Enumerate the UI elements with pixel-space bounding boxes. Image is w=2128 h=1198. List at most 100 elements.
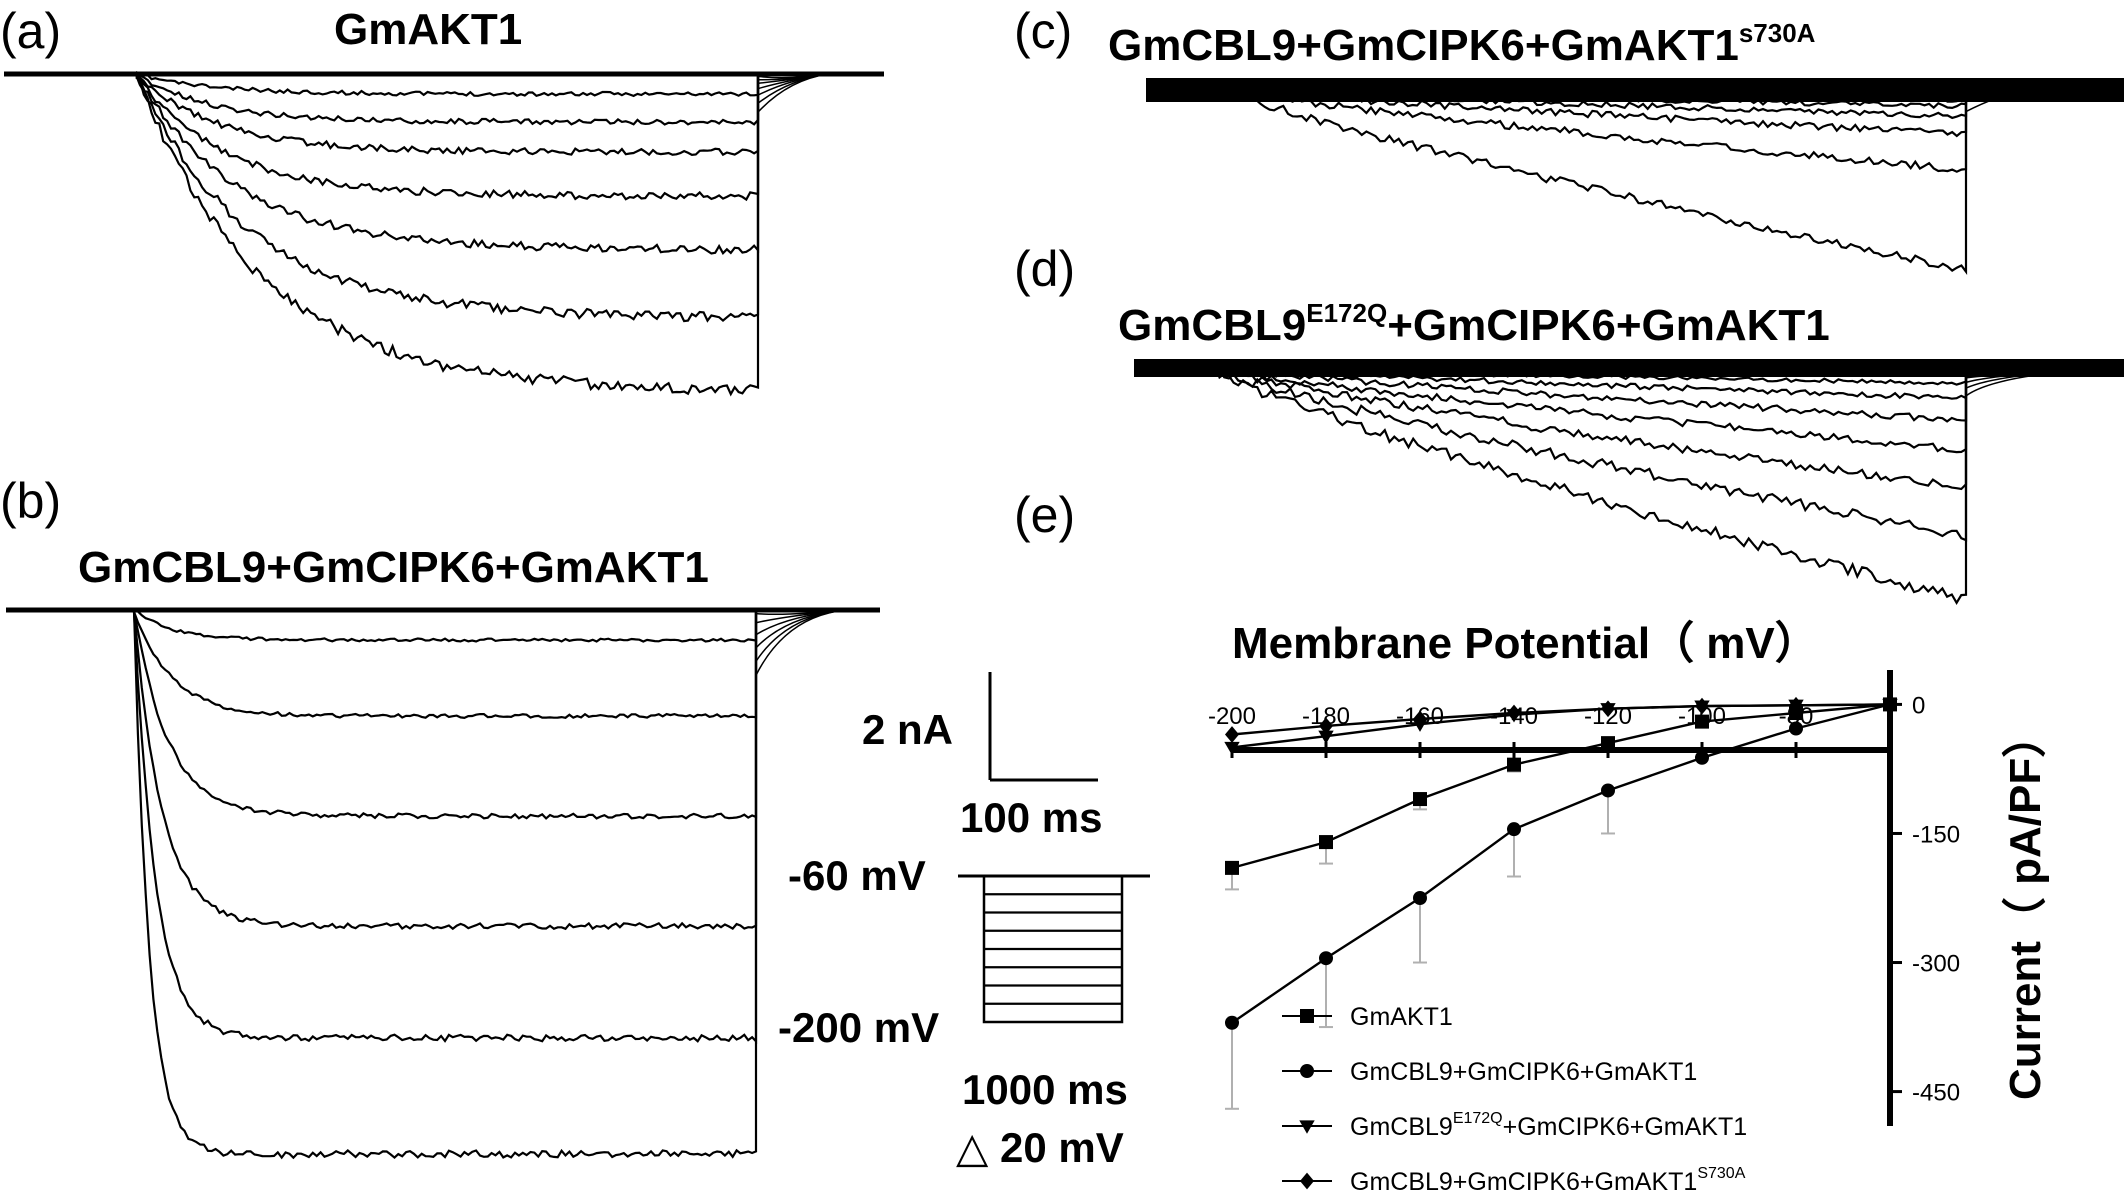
series-line bbox=[1231, 703, 1891, 870]
tail-current bbox=[1965, 89, 2027, 113]
current-trace bbox=[1209, 361, 1968, 605]
data-point-triangle-down bbox=[1318, 730, 1334, 744]
data-point-diamond bbox=[1413, 710, 1427, 728]
current-trace bbox=[1227, 87, 1968, 276]
panel-d-current-traces bbox=[1134, 359, 2124, 605]
y-tick-label: -300 bbox=[1912, 951, 1960, 978]
data-point-circle bbox=[1507, 822, 1521, 837]
data-point-diamond bbox=[1601, 700, 1615, 718]
current-trace bbox=[1227, 86, 1968, 138]
protocol-duration: 1000 ms bbox=[962, 1066, 1128, 1113]
panel-a-title: GmAKT1 bbox=[334, 5, 522, 54]
legend-label-rest: +GmCIPK6+GmAKT1 bbox=[1503, 1113, 1748, 1141]
current-trace bbox=[135, 71, 760, 126]
current-trace bbox=[133, 607, 758, 643]
current-trace bbox=[132, 609, 758, 1160]
panel-d-title-rest: +GmCIPK6+GmAKT1 bbox=[1387, 301, 1830, 350]
panel-c-current-traces bbox=[1146, 78, 2124, 276]
current-trace bbox=[1227, 87, 1968, 120]
current-trace bbox=[1209, 365, 1968, 386]
data-point-circle bbox=[1413, 891, 1427, 905]
current-trace bbox=[135, 70, 760, 157]
data-point-triangle-down bbox=[1224, 741, 1240, 756]
current-trace bbox=[134, 74, 760, 256]
current-trace bbox=[135, 74, 760, 202]
panel-b-title: GmCBL9+GmCIPK6+GmAKT1 bbox=[78, 543, 709, 592]
panel-c-title-sup: s730A bbox=[1739, 18, 1816, 48]
current-trace bbox=[1209, 365, 1968, 400]
legend-item: GmCBL9+GmCIPK6+GmAKT1S730A bbox=[1282, 1165, 1746, 1196]
panel-b-letter: (b) bbox=[0, 473, 61, 529]
data-point-circle bbox=[1601, 783, 1615, 798]
legend-label: GmCBL9+GmCIPK6+GmAKT1S730A bbox=[1350, 1165, 1746, 1196]
current-trace bbox=[135, 71, 760, 98]
current-trace bbox=[132, 610, 758, 820]
voltage-protocol: -60 mV -200 mV 1000 ms △ 20 mV bbox=[778, 852, 1150, 1171]
protocol-top-voltage: -60 mV bbox=[788, 852, 926, 899]
legend-label-main: GmCBL9+GmCIPK6+GmAKT1 bbox=[1350, 1058, 1697, 1086]
data-point-square bbox=[1300, 1009, 1314, 1023]
data-point-circle bbox=[1300, 1064, 1314, 1078]
current-trace bbox=[132, 610, 758, 720]
y-axis-title: Current（ pA/PF） bbox=[2001, 714, 2050, 1100]
legend-label-main: GmAKT1 bbox=[1350, 1003, 1453, 1031]
tail-current bbox=[757, 73, 829, 113]
current-trace bbox=[132, 610, 758, 931]
panel-b-current-traces bbox=[6, 607, 880, 1160]
data-point-square bbox=[1413, 792, 1427, 807]
legend-item: GmCBL9+GmCIPK6+GmAKT1 bbox=[1282, 1058, 1697, 1086]
data-point-diamond bbox=[1883, 696, 1897, 713]
scale-bar-current-label: 2 nA bbox=[862, 706, 953, 753]
legend-label: GmAKT1 bbox=[1350, 1003, 1453, 1031]
scale-bar: 2 nA 100 ms bbox=[862, 672, 1102, 841]
data-point-circle bbox=[1319, 951, 1333, 966]
protocol-step: △ 20 mV bbox=[956, 1124, 1124, 1171]
current-trace bbox=[135, 74, 760, 397]
protocol-bottom-voltage: -200 mV bbox=[778, 1004, 939, 1051]
scale-bar-time-label: 100 ms bbox=[960, 794, 1102, 841]
data-point-circle bbox=[1695, 750, 1709, 765]
series-diamond bbox=[1225, 696, 1897, 743]
data-point-square bbox=[1319, 835, 1333, 850]
current-trace bbox=[132, 610, 758, 1045]
panel-d-title-main: GmCBL9 bbox=[1118, 301, 1306, 350]
series-line bbox=[1231, 703, 1891, 1024]
panel-c-title: GmCBL9+GmCIPK6+GmAKT1s730A bbox=[1108, 18, 1816, 70]
data-point-triangle-down bbox=[1299, 1120, 1315, 1134]
data-point-circle bbox=[1789, 721, 1803, 736]
data-point-square bbox=[1695, 714, 1709, 729]
x-tick-label: -200 bbox=[1208, 703, 1256, 730]
current-trace bbox=[1227, 86, 1968, 110]
legend-label: GmCBL9+GmCIPK6+GmAKT1 bbox=[1350, 1058, 1697, 1086]
y-axis-ticks: 0-150-300-450 bbox=[1890, 692, 1960, 1107]
legend-label-sup: E172Q bbox=[1453, 1110, 1503, 1127]
panel-a-letter: (a) bbox=[0, 3, 61, 59]
data-point-diamond bbox=[1300, 1172, 1314, 1190]
legend-item: GmAKT1 bbox=[1282, 1003, 1453, 1031]
data-point-diamond bbox=[1319, 717, 1333, 735]
legend-label-main: GmCBL9+GmCIPK6+GmAKT1 bbox=[1350, 1168, 1697, 1196]
panel-d-letter: (d) bbox=[1014, 241, 1075, 297]
current-trace bbox=[1209, 365, 1968, 454]
current-trace bbox=[1209, 363, 1968, 542]
series-circle bbox=[1225, 697, 1897, 1110]
data-point-diamond bbox=[1225, 726, 1239, 743]
protocol-step-lines bbox=[984, 893, 1122, 1005]
data-point-diamond bbox=[1507, 704, 1521, 722]
iv-series bbox=[1224, 696, 1898, 1110]
legend-label-main: GmCBL9 bbox=[1350, 1113, 1453, 1141]
y-tick-label: -450 bbox=[1912, 1080, 1960, 1107]
data-point-diamond bbox=[1789, 696, 1803, 714]
legend: GmAKT1GmCBL9+GmCIPK6+GmAKT1GmCBL9E172Q+G… bbox=[1282, 1003, 1747, 1196]
legend-label: GmCBL9E172Q+GmCIPK6+GmAKT1 bbox=[1350, 1110, 1747, 1141]
data-point-square bbox=[1507, 757, 1521, 772]
iv-plot: Membrane Potential（ mV） Current（ pA/PF） … bbox=[1208, 619, 2050, 1196]
panel-e-letter: (e) bbox=[1014, 487, 1075, 543]
current-trace bbox=[1209, 365, 1968, 491]
panel-d-title-sup: E172Q bbox=[1306, 298, 1387, 328]
current-trace bbox=[135, 73, 760, 323]
panel-c-letter: (c) bbox=[1014, 3, 1072, 59]
tail-current bbox=[755, 609, 847, 676]
data-point-diamond bbox=[1695, 697, 1709, 715]
